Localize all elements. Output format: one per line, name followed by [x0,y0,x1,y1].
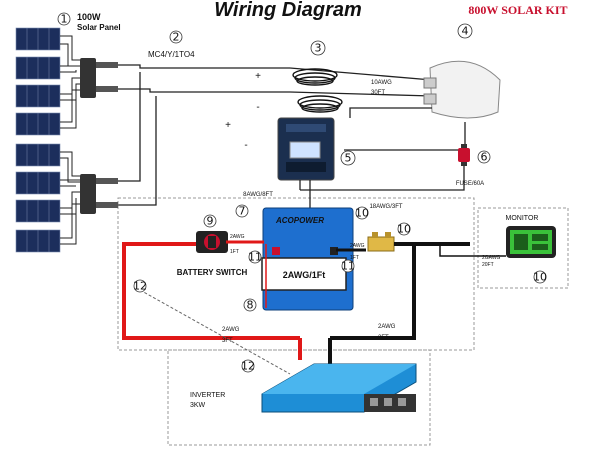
diagram-title: Wiring Diagram [214,0,362,21]
monitor-wire-length: 20FT [482,262,494,268]
badge-circle-1 [57,12,71,26]
battery-label: 2AWG/1Ft [283,270,326,280]
badge-1: 1 [61,13,68,26]
badge-2: 2 [173,31,180,44]
connector-label: MC4/Y/1TO4 [148,50,195,59]
badge-circle-8 [243,298,257,312]
fuse-wire [300,166,465,191]
panel-leads [60,35,80,245]
badge-10b: 10 [397,223,411,236]
shunt-wire-gauge: 2AWG [350,243,365,249]
inverter [261,363,417,413]
battery-monitor [506,226,556,258]
badge-11a: 11 [248,251,262,264]
badge-5: 5 [345,152,352,165]
monitor-label: MONITOR [506,215,539,222]
controller-negative-mark: - [244,140,247,151]
badge-circle-12b [241,359,255,373]
red-cable-gauge: 2AWG [222,327,240,333]
kit-label: 800W SOLAR KIT [468,3,567,17]
panel-label-line2: Solar Panel [77,23,121,32]
positive-mark: + [255,71,261,82]
badge-circle-11a [248,250,262,264]
badge-circle-11b [341,259,355,273]
badge-circle-10c [533,270,547,284]
cable-gauge: 10AWG [371,80,392,86]
inverter-label-line1: INVERTER [190,392,225,399]
cable-coil [292,68,343,113]
black-cable-length: 2FT [378,335,389,341]
badge-circle-10a [355,206,369,220]
shunt-wire-label: 18AWG/3FT [369,204,402,210]
badge-circle-3 [310,40,326,56]
switch-wire-length: 1FT [230,249,239,255]
pv-cable [289,67,433,97]
badge-circle-6 [477,150,491,164]
badge-circle-4 [457,23,473,39]
shunt [367,232,395,252]
badge-12a: 12 [133,280,147,293]
badge-8: 8 [247,299,254,312]
badge-3: 3 [315,42,322,55]
badge-7: 7 [239,205,246,218]
black-cable-gauge: 2AWG [378,324,396,330]
badge-9: 9 [207,215,214,228]
monitor-boundary [477,207,569,289]
mc4-branch-connector [80,58,118,214]
negative-mark: - [256,102,259,113]
battery-switch [196,231,228,253]
badge-10a: 10 [355,207,369,220]
solar-panel-array [15,27,61,253]
shunt-wire-length: 1FT [350,255,359,261]
badge-12b: 12 [241,360,255,373]
cable-length: 30FT [371,90,385,96]
controller-positive-mark: + [225,120,231,131]
inverter-label-line2: 3KW [190,402,206,409]
battery-brand: ACOPOWER [275,216,324,225]
badge-circle-5 [340,150,356,166]
controller-wire-label: 8AWG/8FT [243,192,273,198]
badge-circle-12a [133,279,147,293]
battery [261,207,354,311]
badge-10c: 10 [533,271,547,284]
connector-leads [118,64,290,206]
cable-entry-gland [423,60,501,119]
badge-6: 6 [481,151,488,164]
battery-switch-label: BATTERY SWITCH [177,268,248,277]
battery-wires [122,240,506,370]
badge-circle-2 [169,30,183,44]
badge-4: 4 [462,25,469,38]
monitor-wire-gauge: 2GAWG [482,255,501,261]
fuse-holder [458,144,470,166]
ground-wire [139,289,291,375]
badge-circle-9 [203,214,217,228]
badge-11b: 11 [341,260,355,273]
fuse-label: FUSE/60A [456,181,484,187]
badge-circle-10b [397,222,411,236]
red-cable-length: 3FT [222,338,233,344]
charge-controller [277,117,335,181]
panel-label-line1: 100W [77,12,101,22]
badge-circle-7 [235,204,249,218]
switch-wire-gauge: 2AWG [230,234,245,240]
